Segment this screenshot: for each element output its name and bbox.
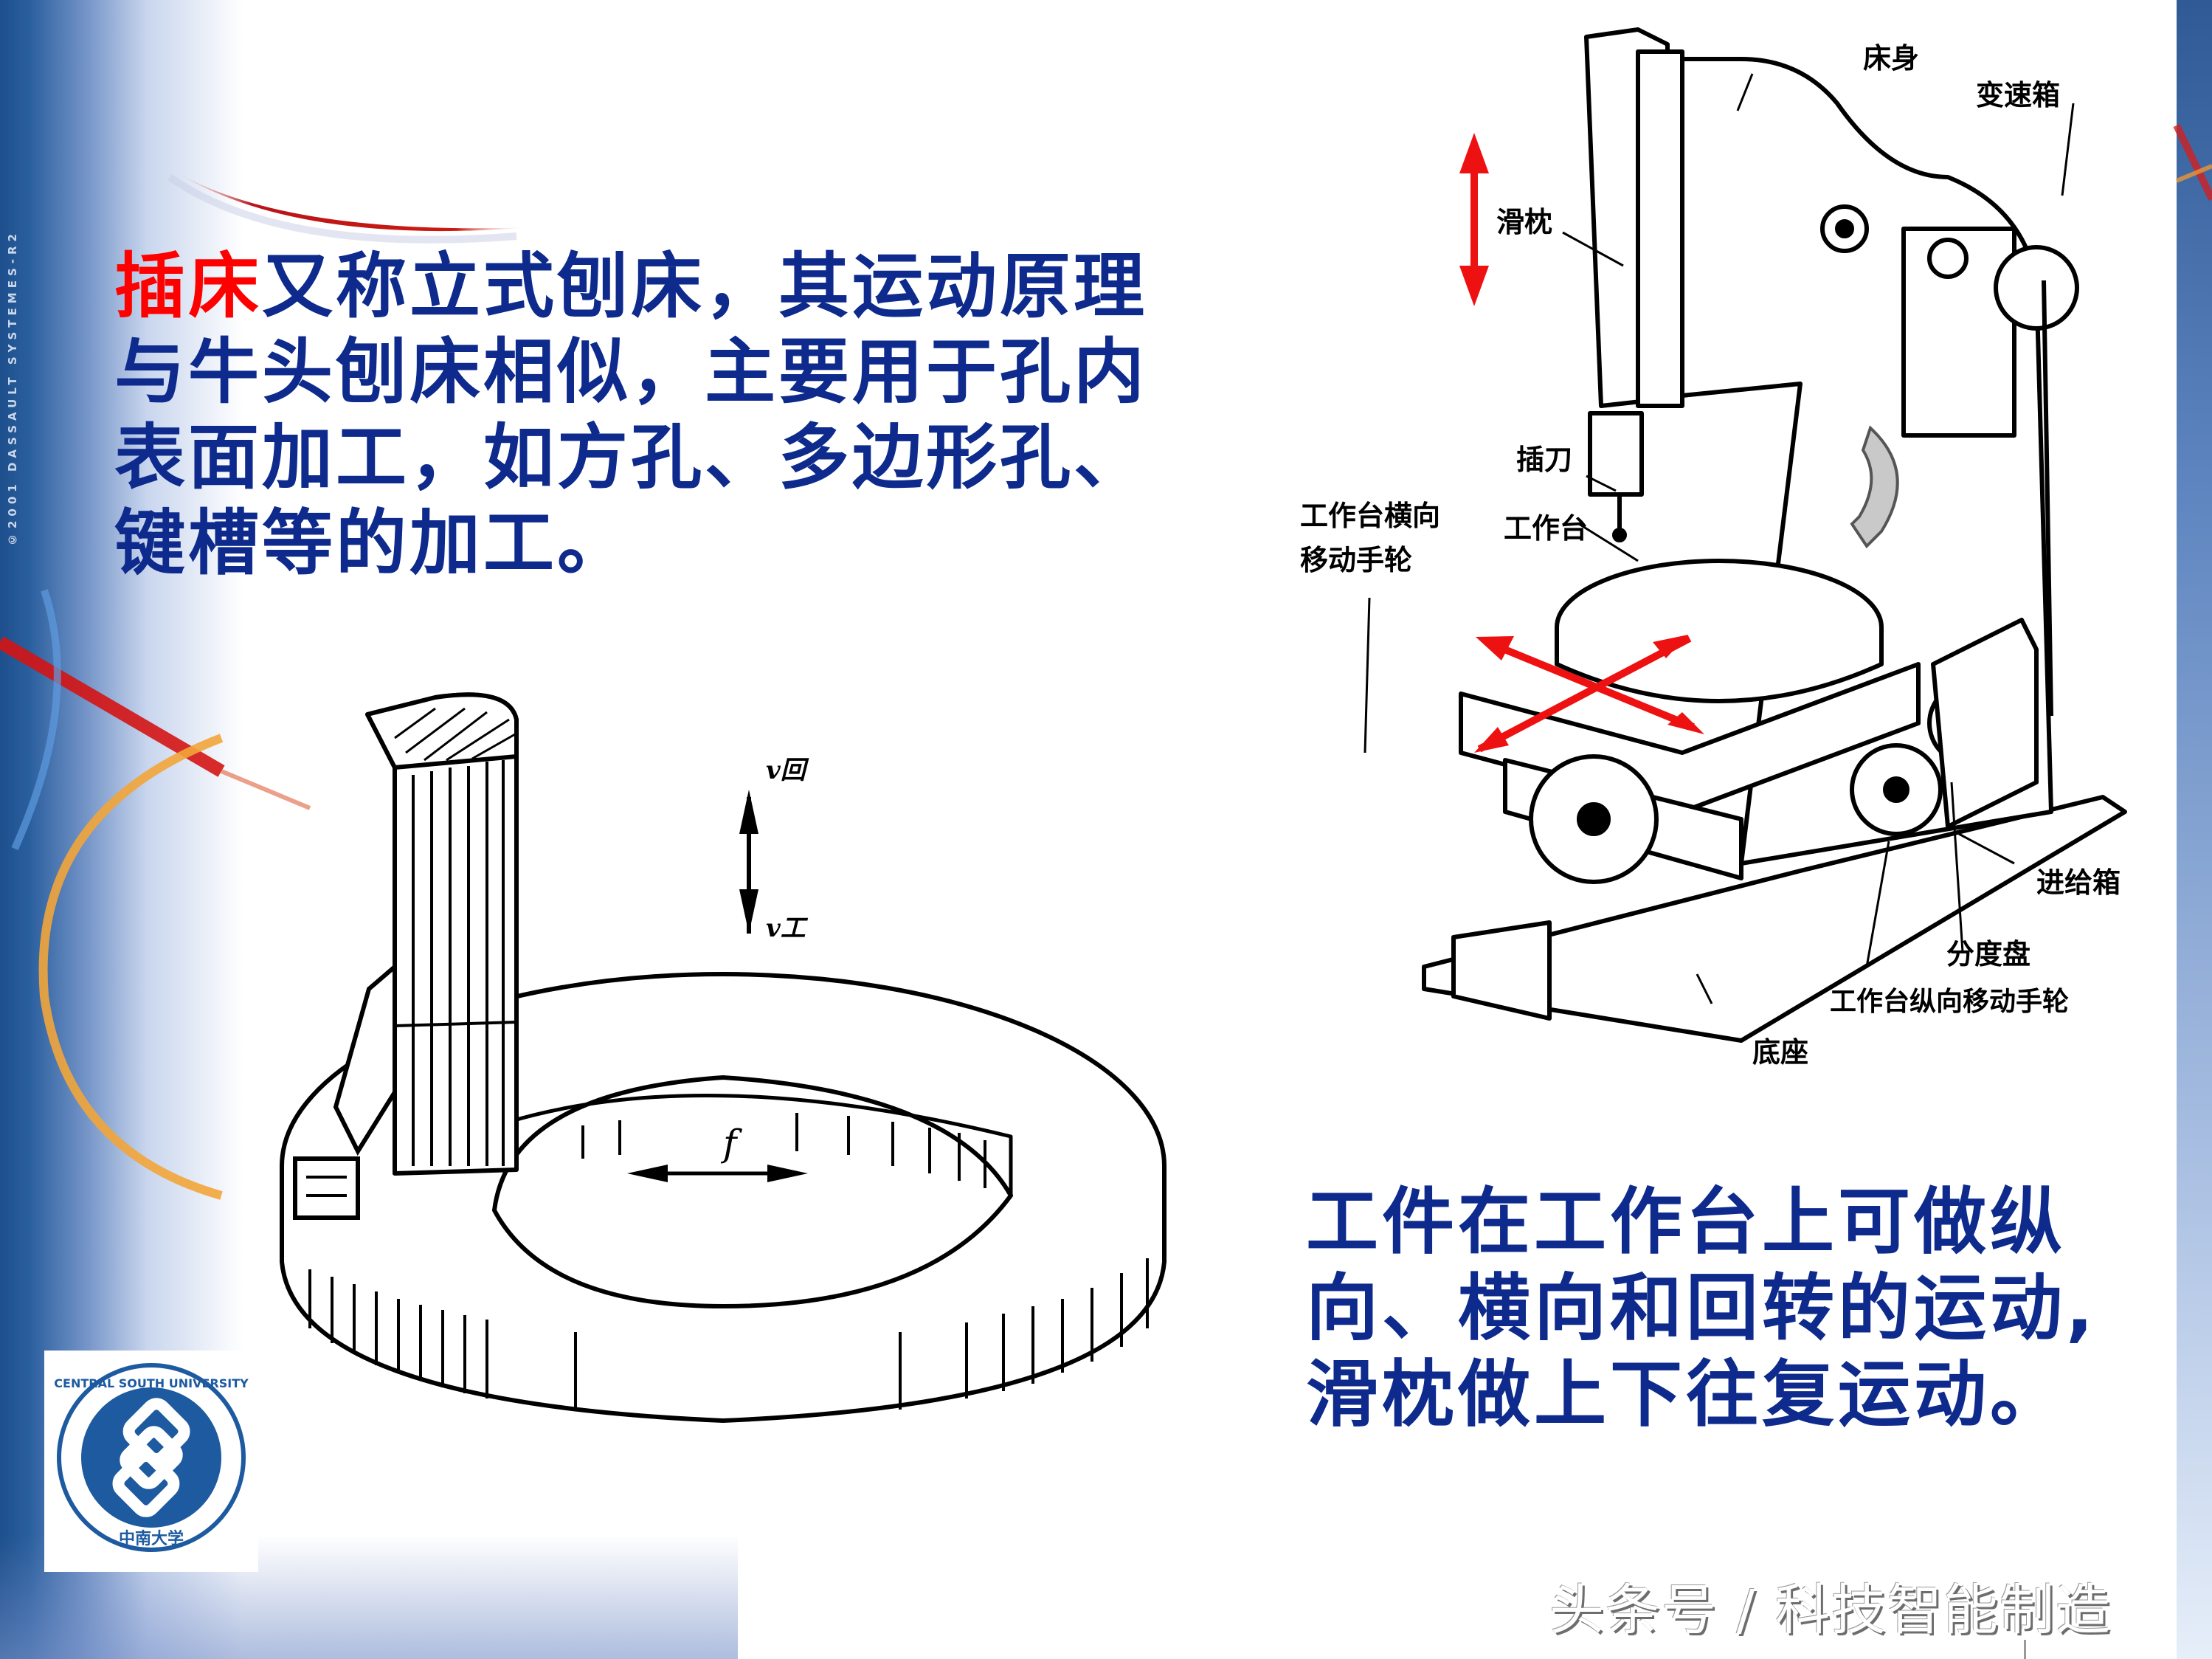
watermark-divider [2024,1640,2026,1659]
label-feed-box: 进给箱 [2036,866,2121,899]
right-background-strip [2177,0,2212,1659]
slotting-machine-diagram [1364,27,2127,1043]
label-work-speed: v工 [766,914,806,943]
label-bed: 床身 [1863,41,1920,75]
label-base: 底座 [1752,1035,1809,1069]
watermark: 头条号 / 科技智能制造 [1549,1579,2112,1642]
label-ram: 滑枕 [1496,205,1553,238]
rotation-arrow [1850,425,1899,549]
vertical-motion-arrow [739,790,758,934]
university-logo: CENTRAL SOUTH UNIVERSITY 中南大学 [44,1351,258,1572]
cutting-tip [333,962,397,1156]
machine-base [1422,795,2127,1043]
keyway-slot [293,1156,360,1220]
label-table-longitudinal-handwheel: 工作台纵向移动手轮 [1830,986,2070,1017]
label-table-cross-handwheel-1: 工作台横向 [1300,499,1441,532]
red-swoosh-top [159,161,531,232]
slotting-tool-diagram [280,692,1167,1423]
label-table: 工作台 [1504,511,1589,545]
right-description-line-2: 向、横向和回转的运动, [1306,1266,2098,1351]
label-feed: f [723,1122,737,1165]
right-description-line-1: 工件在工作台上可做纵 [1306,1180,2067,1264]
left-description-line-3: 表面加工，如方孔、多边形孔、 [114,416,1147,499]
right-description-line-3: 滑枕做上下往复运动。 [1306,1353,2067,1437]
label-slotting-tool: 插刀 [1516,443,1573,476]
left-description-line-2: 与牛头刨床相似，主要用于孔内 [114,331,1147,413]
feed-arrow [627,1165,808,1182]
left-description: 插床又称立式刨床，其运动原理 与牛头刨床相似，主要用于孔内 表面加工，如方孔、多… [114,244,1147,586]
logo-chinese-name: 中南大学 [119,1529,184,1548]
label-index-plate: 分度盘 [1946,937,2031,970]
slotting-tool-shank [365,692,519,1176]
table-motion-arrows [1474,635,1704,753]
right-description: 工件在工作台上可做纵 向、横向和回转的运动, 滑枕做上下往复运动。 [1306,1179,2097,1438]
left-description-line-1: 插床又称立式刨床，其运动原理 [114,245,1147,328]
orange-arc-left [38,734,224,1200]
highlight-term: 插床 [114,245,262,328]
ram-stroke-arrow [1459,133,1489,306]
label-gearbox: 变速箱 [1976,78,2061,111]
left-description-line-4: 键槽等的加工。 [114,502,631,584]
feed-box [1931,618,2039,829]
label-table-cross-handwheel-2: 移动手轮 [1300,543,1413,576]
label-return-speed: v回 [766,756,806,785]
logo-ring-text: CENTRAL SOUTH UNIVERSITY [54,1376,249,1390]
